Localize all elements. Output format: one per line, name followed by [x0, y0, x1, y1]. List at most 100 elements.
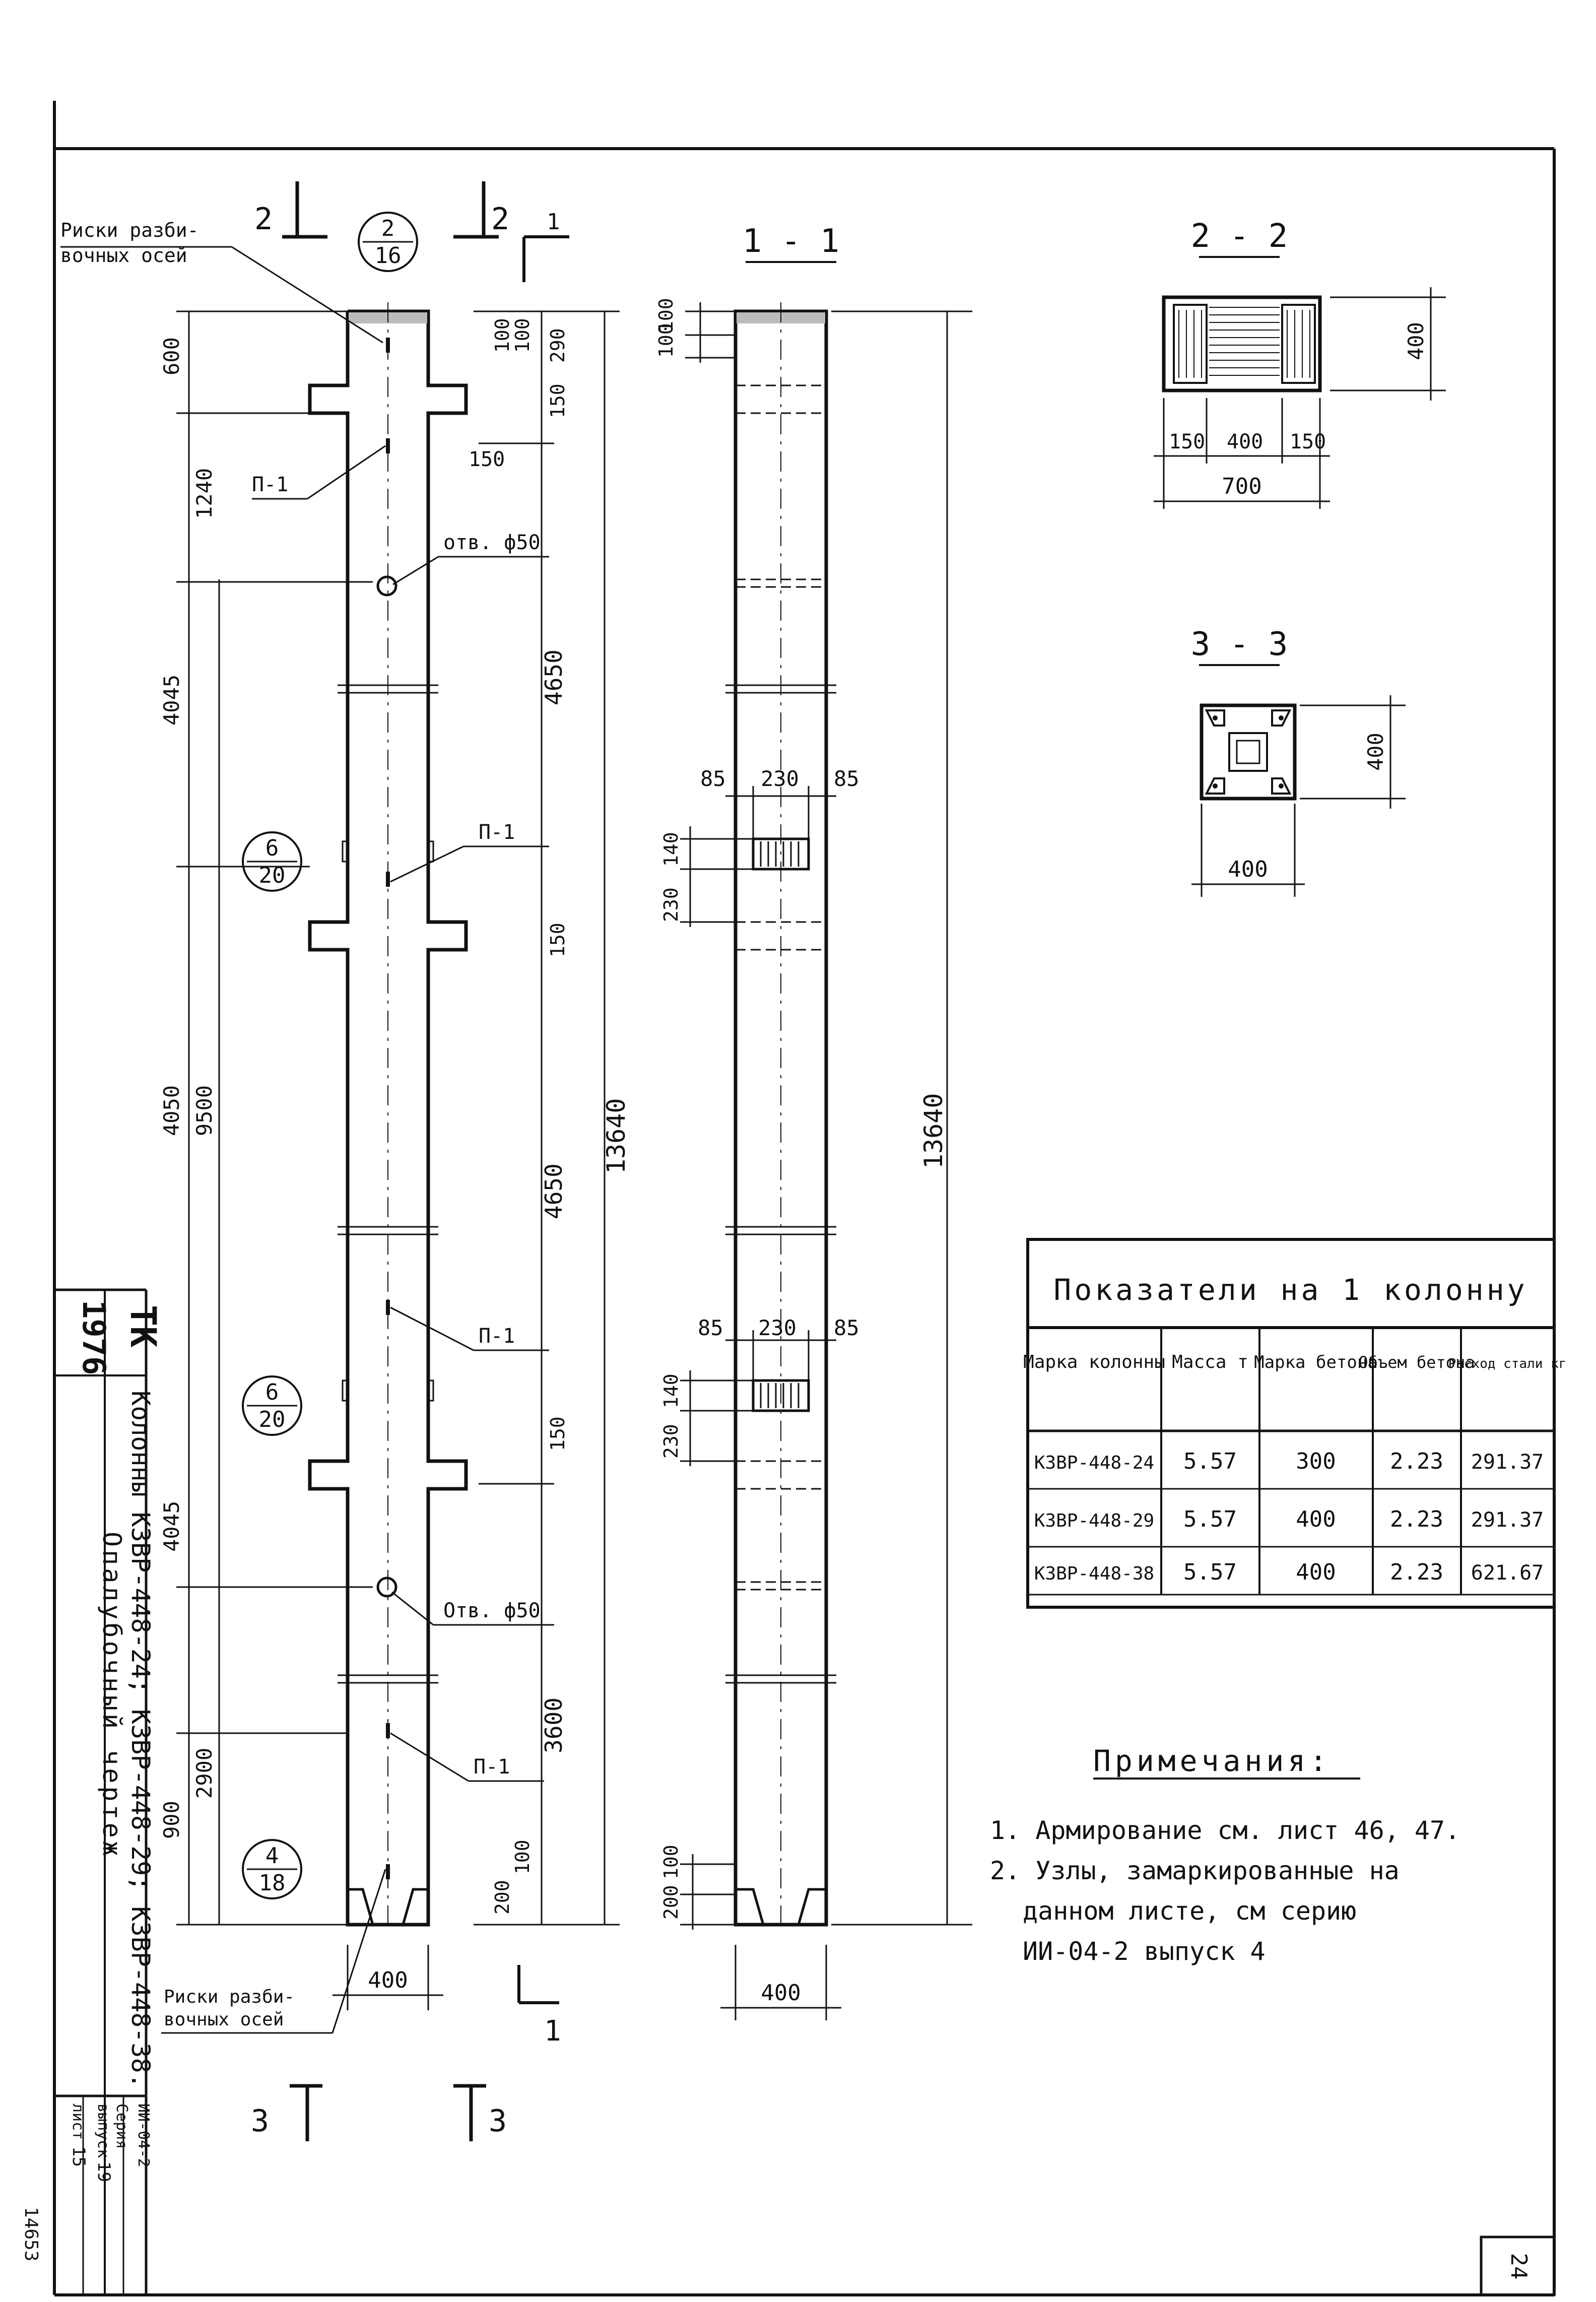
svg-text:5.57: 5.57 — [1183, 1449, 1237, 1474]
side-dim-85-b1: 85 — [698, 1316, 723, 1340]
side-dim-140-a: 140 — [660, 832, 682, 867]
svg-text:2.23: 2.23 — [1390, 1449, 1443, 1474]
note-4: ИИ-04-2 выпуск 4 — [1023, 1937, 1266, 1966]
svg-text:300: 300 — [1296, 1449, 1336, 1474]
cut-3-left: 3 — [251, 2103, 269, 2139]
table-header-volume: Объем бетона — [1358, 1353, 1475, 1372]
plate-1-hatch — [760, 841, 800, 867]
svg-text:2.23: 2.23 — [1390, 1559, 1443, 1585]
svg-text:621.67: 621.67 — [1471, 1561, 1544, 1585]
table-title: Показатели на 1 колонну — [1053, 1273, 1527, 1307]
callout-2-16: 2 16 — [358, 212, 418, 272]
title-block: 1976 ТК Колонны К3ВР-448-24; К3ВР-448-29… — [54, 1288, 164, 2295]
column-front-view — [308, 302, 468, 1930]
section-2-2-hatch — [1178, 307, 1310, 378]
side-notch-left — [736, 1888, 765, 1925]
dim-150-side: 150 — [469, 448, 505, 471]
label-p1-b: П-1 — [479, 821, 515, 844]
callout-6-20-b: 6 20 — [242, 1375, 302, 1436]
table-row: К3ВР-448-29 5.57 400 2.23 291.37 — [1034, 1506, 1544, 1532]
cut-3-right: 3 — [489, 2103, 507, 2139]
side-dim-85-a1: 85 — [700, 766, 726, 791]
dim-4650-b: 4650 — [540, 1163, 567, 1219]
cut-2-left: 2 — [254, 202, 273, 237]
hole-d50-bottom — [376, 1576, 397, 1598]
svg-text:К3ВР-448-38: К3ВР-448-38 — [1034, 1563, 1154, 1584]
dim-150-c: 150 — [547, 1416, 569, 1451]
stamp-title-1: Колонны К3ВР-448-24; К3ВР-448-29; К3ВР-4… — [126, 1391, 155, 2088]
bottom-notch-right — [402, 1888, 428, 1925]
stamp-series-label: Серия — [113, 2103, 130, 2149]
section-markers: 2 2 1 1 3 3 — [251, 181, 569, 2141]
note-2: 2. Узлы, замаркированные на — [990, 1856, 1400, 1885]
sheet-frame: 24 14653 — [21, 101, 1556, 2296]
dim-2900: 2900 — [192, 1748, 217, 1799]
dim-4050: 4050 — [159, 1085, 184, 1136]
side-breaks — [725, 684, 836, 1684]
dim-900: 900 — [159, 1801, 184, 1839]
section-2-2: 2 - 2 400 150 400 150 700 — [1154, 218, 1446, 509]
svg-text:16: 16 — [375, 243, 402, 269]
plate-2-hatch — [760, 1383, 800, 1408]
dim-150-a: 150 — [547, 383, 569, 418]
svg-text:6: 6 — [265, 1379, 279, 1405]
svg-text:К3ВР-448-24: К3ВР-448-24 — [1034, 1453, 1154, 1473]
side-dim-100-bottom: 100 — [660, 1845, 682, 1879]
side-dim-85-b2: 85 — [834, 1316, 859, 1340]
s33-dim-h: 400 — [1363, 733, 1388, 771]
callout-4-18: 4 18 — [242, 1839, 302, 1899]
cut-1-top: 1 — [547, 209, 560, 235]
stamp-issue-label: выпуск — [94, 2103, 112, 2158]
svg-text:291.37: 291.37 — [1471, 1451, 1544, 1474]
grid-axes-top-2: вочных осей — [60, 244, 187, 267]
svg-text:5.57: 5.57 — [1183, 1506, 1237, 1532]
sheet-number: 24 — [1506, 2253, 1532, 2280]
s22-dim-total: 700 — [1222, 474, 1261, 499]
label-hole-bottom: Отв. ф50 — [443, 1599, 541, 1622]
dim-4045-a: 4045 — [159, 675, 184, 726]
dim-3600: 3600 — [540, 1697, 567, 1753]
svg-text:4: 4 — [265, 1843, 279, 1869]
stamp-year: 1976 — [76, 1300, 112, 1375]
front-dimensions: 600 1240 4045 4050 9500 4045 2900 900 10… — [159, 310, 631, 2010]
front-labels: Риски разби- вочных осей П-1 отв. ф50 П-… — [60, 219, 541, 2030]
svg-text:К3ВР-448-29: К3ВР-448-29 — [1034, 1510, 1154, 1531]
callout-6-20-a: 6 20 — [242, 831, 302, 892]
embedded-plate-1 — [752, 837, 810, 871]
dim-100-front-bottom: 100 — [511, 1839, 534, 1874]
dim-290: 290 — [547, 328, 569, 363]
dim-400-front: 400 — [368, 1967, 408, 1993]
dim-1240: 1240 — [192, 468, 217, 519]
table-header-steel: Расход стали кг — [1448, 1356, 1567, 1371]
page-mark: 14653 — [21, 2207, 41, 2261]
svg-text:291.37: 291.37 — [1471, 1508, 1544, 1532]
dim-150-b: 150 — [547, 923, 569, 957]
side-dim-200: 200 — [660, 1885, 682, 1920]
side-dim-230-a: 230 — [761, 766, 799, 791]
note-1: 1. Армирование см. лист 46, 47. — [990, 1816, 1460, 1845]
table-header-mark: Марка колонны — [1023, 1352, 1165, 1372]
svg-text:18: 18 — [259, 1870, 286, 1896]
bottom-notch-left — [348, 1888, 374, 1925]
grid-axes-top-1: Риски разби- — [60, 219, 199, 241]
label-p1-a: П-1 — [252, 473, 288, 496]
column-side-view: 1 - 1 — [725, 223, 839, 1930]
dim-9500: 9500 — [192, 1085, 217, 1136]
stamp-sheet: 15 — [69, 2146, 89, 2167]
side-notch-right — [797, 1888, 826, 1925]
stamp-series: ИИ-04-2 — [135, 2103, 152, 2167]
embed-right-1 — [427, 840, 434, 863]
side-dim-140-b: 140 — [660, 1373, 682, 1408]
label-hole-top: отв. ф50 — [443, 531, 541, 554]
stamp-title-2: Опалубочный чертеж — [97, 1532, 126, 1859]
callouts: 2 16 6 20 6 20 4 18 — [242, 212, 418, 1899]
dim-100-b: 100 — [511, 318, 534, 353]
s22-dim-b: 400 — [1227, 430, 1263, 453]
svg-text:5.57: 5.57 — [1183, 1559, 1237, 1585]
side-hidden-lines — [736, 384, 826, 1591]
section-3-3-title: 3 - 3 — [1191, 626, 1288, 663]
cut-1-bottom: 1 — [544, 2015, 561, 2048]
dim-4045-b: 4045 — [159, 1501, 184, 1552]
side-dim-100-b: 100 — [655, 323, 677, 358]
